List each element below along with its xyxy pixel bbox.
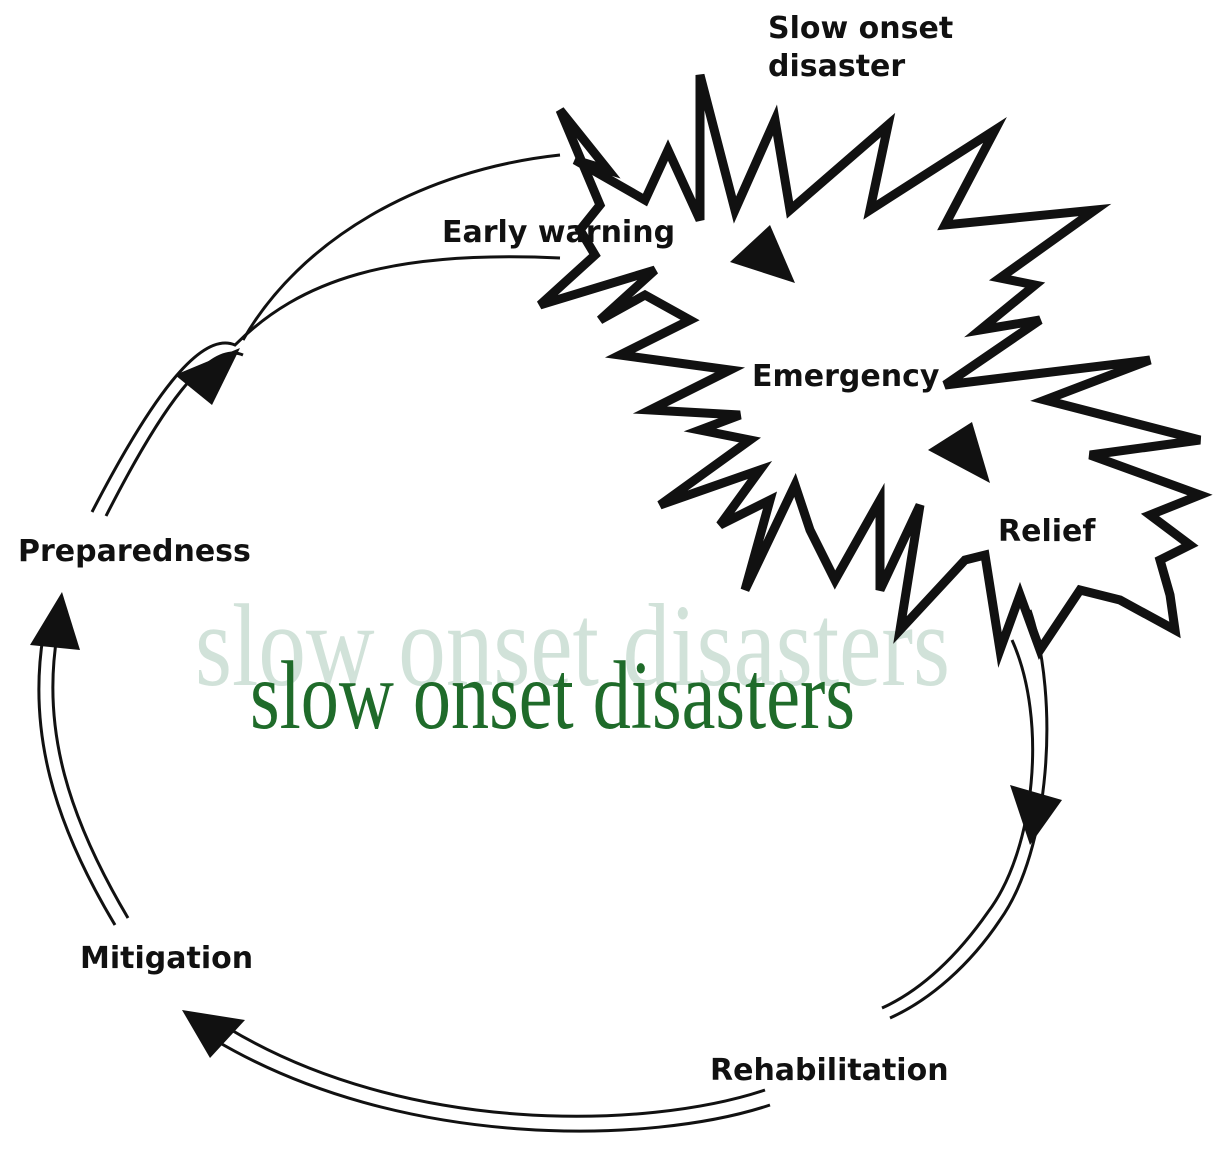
arrowheads [30, 225, 1062, 1058]
burst-label-line-2: disaster [768, 49, 905, 84]
arrowhead-preparedness [175, 348, 240, 405]
stage-label-mitigation: Mitigation [80, 941, 253, 976]
arc-mitigation-to-preparedness [51, 629, 130, 919]
arrowhead-relief [1010, 785, 1062, 845]
stage-label-relief: Relief [998, 514, 1096, 549]
arrowhead-early-warning [730, 225, 795, 283]
arc-rehabilitation-to-mitigation-inner [227, 1026, 766, 1118]
watermark-text: slow onset disasters [195, 580, 950, 711]
stage-label-emergency: Emergency [752, 359, 940, 394]
burst-label-line-1: Slow onset [768, 11, 953, 46]
cycle-arcs [37, 153, 1049, 1133]
stage-label-early-warning: Early warning [442, 215, 675, 250]
arrowhead-rehabilitation [182, 1010, 245, 1058]
arrowhead-emergency [928, 422, 990, 483]
arrowhead-mitigation [30, 592, 80, 650]
stage-label-rehabilitation: Rehabilitation [710, 1053, 949, 1088]
arc-rehabilitation-to-mitigation [214, 1038, 771, 1133]
arc-to-burst [241, 153, 561, 341]
arc-relief-to-rehabilitation [889, 609, 1049, 1020]
disaster-burst-shape [536, 73, 1213, 668]
arc-preparedness-to-early-warning [90, 255, 561, 513]
arc-mitigation-to-preparedness-inner [37, 624, 117, 926]
arc-relief-to-rehabilitation-inner [881, 639, 1035, 1010]
stage-label-preparedness: Preparedness [18, 534, 251, 569]
overlay-caption: slow onset disasters [250, 642, 855, 750]
